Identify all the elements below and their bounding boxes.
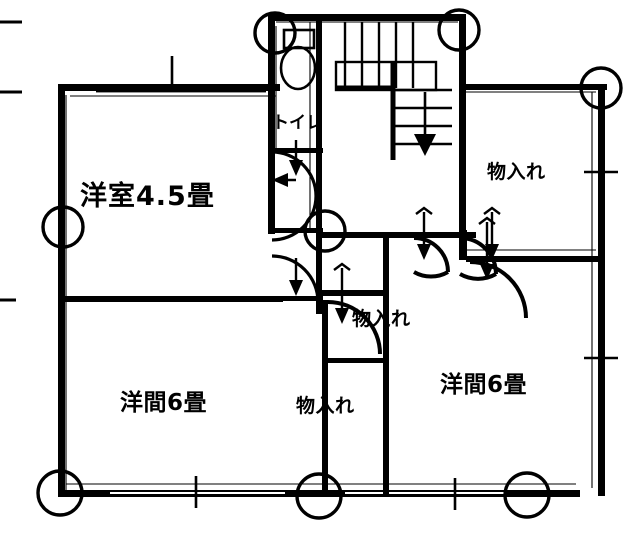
wall-segment — [383, 290, 389, 496]
door-closet-left — [413, 206, 450, 279]
column-marker — [41, 205, 85, 249]
fixture-label-toilet: トイレ — [272, 113, 323, 133]
wall-segment — [466, 256, 605, 262]
wall-segment — [459, 14, 466, 236]
wall-segment — [459, 84, 607, 90]
wall-segment — [316, 232, 476, 238]
column-marker — [503, 471, 551, 519]
wall-segment — [322, 358, 384, 363]
window-segment — [345, 492, 505, 494]
wall-segment — [268, 228, 323, 233]
door-group — [268, 140, 528, 355]
column-marker — [437, 8, 481, 52]
wall-segment — [268, 14, 466, 21]
closet-label-upper-right: 物入れ — [487, 160, 546, 183]
room-label-yoma-6-left: 洋間6畳 — [120, 389, 207, 416]
door-closet-upper-right — [469, 216, 528, 319]
column-marker — [295, 472, 343, 520]
wall-segment — [322, 290, 388, 296]
wall-segment — [459, 230, 467, 260]
column-marker-group — [36, 8, 623, 520]
wall-segment — [383, 232, 389, 292]
door-toilet — [271, 140, 318, 197]
stairs-icon — [334, 22, 452, 160]
closet-label-middle: 物入れ — [352, 307, 411, 330]
toilet-bowl-icon — [279, 28, 317, 91]
wall-segment — [316, 14, 322, 314]
column-marker — [36, 469, 84, 517]
room-label-yoma-6-right: 洋間6畳 — [440, 371, 527, 398]
wall-segment — [58, 490, 580, 497]
door-hall-mid — [268, 173, 318, 242]
window-segment — [110, 492, 285, 494]
wall-segment — [58, 84, 65, 301]
edge-tick-group — [0, 20, 22, 302]
column-marker — [579, 66, 623, 110]
window-segment — [96, 90, 266, 93]
wall-group — [58, 14, 607, 497]
closet-label-lower: 物入れ — [296, 394, 355, 417]
wall-segment — [268, 296, 323, 301]
wall-segment — [58, 296, 283, 302]
column-marker — [253, 11, 297, 55]
wall-segment — [598, 256, 605, 496]
wall-segment — [58, 296, 65, 496]
column-marker — [303, 209, 347, 253]
wall-segment — [268, 14, 275, 234]
door-room-left6 — [327, 262, 382, 355]
door-hall-lower — [271, 254, 320, 303]
window-segment — [96, 86, 266, 89]
window-tick-group — [61, 56, 618, 510]
wall-segment — [322, 300, 328, 496]
room-label-yoshitsu-4-5: 洋室4.5畳 — [80, 180, 215, 212]
